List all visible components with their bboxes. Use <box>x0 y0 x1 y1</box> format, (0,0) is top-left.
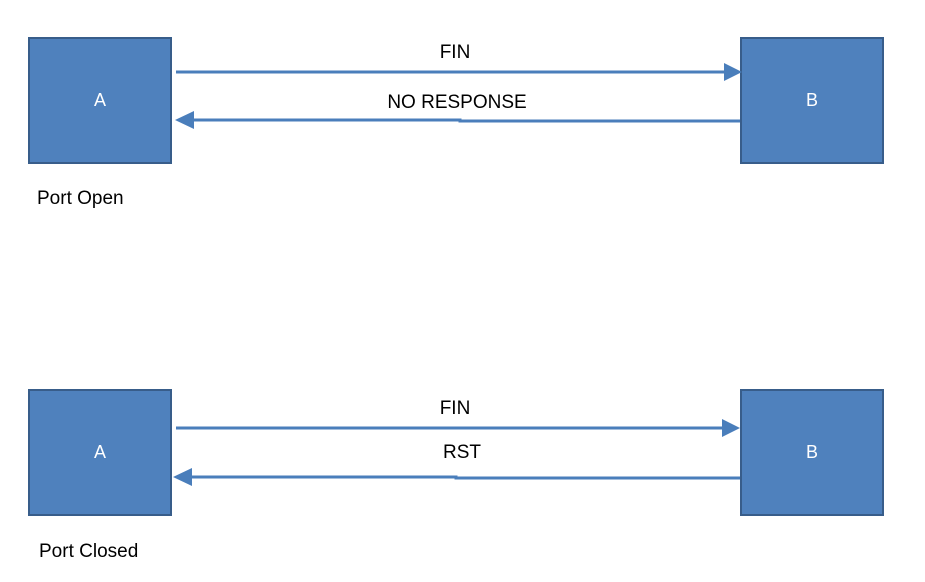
arrowhead-left-icon <box>173 468 192 486</box>
caption-port-closed: Port Closed <box>39 541 139 562</box>
node-a-port-closed: A <box>28 389 172 516</box>
node-a-label: A <box>93 442 106 462</box>
rst-label: RST <box>443 442 481 463</box>
node-a-port-open: A <box>28 37 172 164</box>
caption-port-open: Port Open <box>37 188 124 209</box>
rst-arrow <box>190 475 740 480</box>
arrowhead-right-icon <box>722 419 740 437</box>
no-response-label: NO RESPONSE <box>387 92 527 113</box>
arrowhead-right-icon <box>724 63 742 81</box>
arrowhead-left-icon <box>175 111 194 129</box>
node-b-port-closed: B <box>740 389 884 516</box>
fin-label-port-open: FIN <box>439 42 471 63</box>
node-b-port-open: B <box>740 37 884 164</box>
node-b-label: B <box>805 90 818 110</box>
no-response-arrow <box>192 118 740 123</box>
fin-label-port-closed: FIN <box>439 398 471 419</box>
node-a-label: A <box>93 90 106 110</box>
node-b-label: B <box>805 442 818 462</box>
